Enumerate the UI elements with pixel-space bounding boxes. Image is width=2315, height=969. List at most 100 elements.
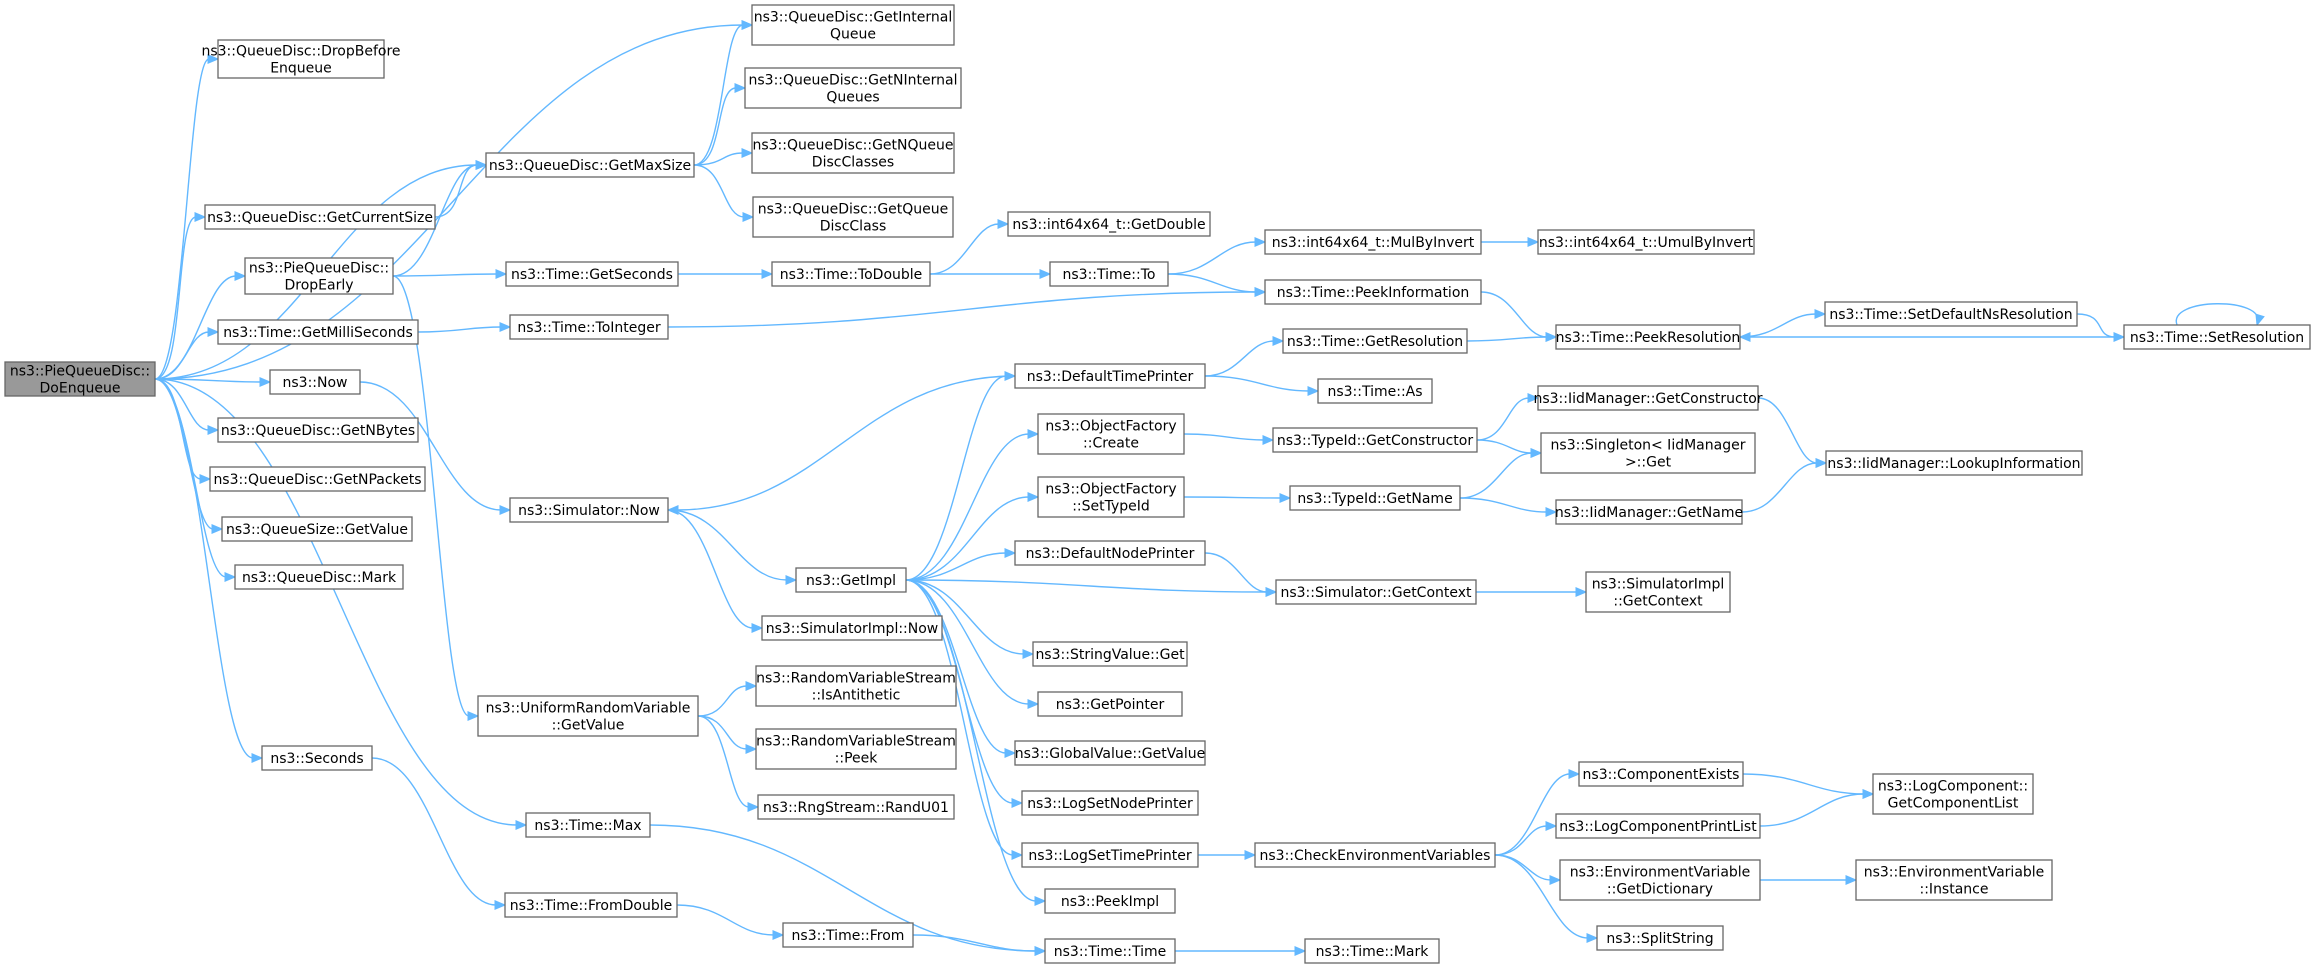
graph-node-getMaxSize[interactable]: ns3::QueueDisc::GetMaxSize	[485, 152, 695, 178]
graph-node-globalValueGetValue[interactable]: ns3::GlobalValue::GetValue	[1014, 740, 1206, 766]
graph-node-componentExists[interactable]: ns3::ComponentExists	[1578, 761, 1744, 787]
graph-node-randU01[interactable]: ns3::RngStream::RandU01	[757, 794, 955, 820]
graph-node-getCurrentSize[interactable]: ns3::QueueDisc::GetCurrentSize	[204, 204, 436, 230]
node-box	[795, 567, 907, 593]
graph-node-ofCreate[interactable]: ns3::ObjectFactory::Create	[1037, 413, 1185, 455]
graph-node-toDouble[interactable]: ns3::Time::ToDouble	[771, 261, 931, 287]
graph-node-iidGetName[interactable]: ns3::IidManager::GetName	[1555, 499, 1743, 525]
node-label: Queue	[830, 27, 876, 43]
graph-node-iidGetConstructor[interactable]: ns3::IidManager::GetConstructor	[1533, 385, 1763, 411]
node-box	[1049, 261, 1169, 287]
node-box	[244, 257, 394, 295]
graph-node-peekImpl[interactable]: ns3::PeekImpl	[1044, 888, 1176, 914]
graph-node-umulByInvert[interactable]: ns3::int64x64_t::UmulByInvert	[1537, 229, 1755, 255]
graph-node-queueSizeGetValue[interactable]: ns3::QueueSize::GetValue	[221, 516, 413, 542]
edge-arrowhead	[1814, 309, 1827, 319]
graph-node-mulByInvert[interactable]: ns3::int64x64_t::MulByInvert	[1264, 229, 1482, 255]
graph-node-peekInformation[interactable]: ns3::Time::PeekInformation	[1264, 279, 1482, 305]
graph-node-seconds[interactable]: ns3::Seconds	[261, 745, 373, 771]
node-label: ns3::RngStream::RandU01	[763, 800, 949, 816]
graph-node-timeAs[interactable]: ns3::Time::As	[1317, 378, 1433, 404]
edge-checkEnvVars-to-envGetDictionary	[1494, 854, 1562, 885]
graph-node-getNPackets[interactable]: ns3::QueueDisc::GetNPackets	[209, 466, 426, 492]
graph-node-envInstance[interactable]: ns3::EnvironmentVariable::Instance	[1855, 859, 2053, 901]
graph-node-simGetContext[interactable]: ns3::Simulator::GetContext	[1275, 579, 1477, 605]
graph-node-defaultNodePrinter[interactable]: ns3::DefaultNodePrinter	[1014, 540, 1206, 566]
graph-node-timeMax[interactable]: ns3::Time::Max	[525, 812, 651, 838]
node-label: ns3::Time::PeekInformation	[1277, 285, 1470, 301]
graph-node-getPointer[interactable]: ns3::GetPointer	[1037, 691, 1183, 717]
graph-node-lookupInformation[interactable]: ns3::IidManager::LookupInformation	[1825, 450, 2083, 476]
graph-node-i64GetDouble[interactable]: ns3::int64x64_t::GetDouble	[1007, 211, 1211, 237]
edge-arrowhead	[1027, 492, 1040, 502]
node-box	[261, 745, 373, 771]
graph-node-typeIdGetConstructor[interactable]: ns3::TypeId::GetConstructor	[1272, 427, 1478, 453]
graph-node-rvsIsAntithetic[interactable]: ns3::RandomVariableStream::IsAntithetic	[755, 665, 957, 707]
graph-node-envGetDictionary[interactable]: ns3::EnvironmentVariable::GetDictionary	[1559, 859, 1761, 901]
edge-line	[1459, 452, 1533, 499]
node-box	[1044, 938, 1176, 964]
graph-node-timeTime[interactable]: ns3::Time::Time	[1044, 938, 1176, 964]
graph-node-ofSetTypeId[interactable]: ns3::ObjectFactory::SetTypeId	[1037, 476, 1185, 518]
graph-node-simImplNow[interactable]: ns3::SimulatorImpl::Now	[761, 615, 943, 641]
graph-node-typeIdGetName[interactable]: ns3::TypeId::GetName	[1289, 485, 1461, 511]
graph-node-root[interactable]: ns3::PieQueueDisc::DoEnqueue	[4, 361, 156, 397]
graph-node-logSetTimePrinter[interactable]: ns3::LogSetTimePrinter	[1021, 842, 1199, 868]
graph-node-qdMark[interactable]: ns3::QueueDisc::Mark	[234, 564, 404, 590]
graph-node-getSeconds[interactable]: ns3::Time::GetSeconds	[505, 261, 679, 287]
edge-arrowhead	[1027, 429, 1040, 439]
node-label: ::Create	[1083, 436, 1139, 452]
graph-node-logSetNodePrinter[interactable]: ns3::LogSetNodePrinter	[1021, 790, 1199, 816]
node-label: ::Peek	[835, 751, 879, 767]
edge-logComponentPrintList-to-getComponentList	[1759, 789, 1875, 827]
graph-node-urvGetValue[interactable]: ns3::UniformRandomVariable::GetValue	[477, 695, 699, 737]
edge-line	[1466, 336, 1548, 342]
graph-node-getMilliSeconds[interactable]: ns3::Time::GetMilliSeconds	[217, 319, 419, 345]
node-label: ns3::EnvironmentVariable	[1570, 865, 1751, 881]
graph-node-timeFrom[interactable]: ns3::Time::From	[782, 922, 914, 948]
graph-node-stringValueGet[interactable]: ns3::StringValue::Get	[1032, 641, 1188, 667]
graph-node-getComponentList[interactable]: ns3::LogComponent::GetComponentList	[1872, 773, 2034, 815]
node-box	[1282, 328, 1468, 354]
graph-node-checkEnvVars[interactable]: ns3::CheckEnvironmentVariables	[1254, 842, 1496, 868]
graph-node-splitString[interactable]: ns3::SplitString	[1596, 925, 1724, 951]
graph-node-getResolution[interactable]: ns3::Time::GetResolution	[1282, 328, 1468, 354]
edge-line	[905, 579, 1014, 856]
graph-node-defaultTimePrinter[interactable]: ns3::DefaultTimePrinter	[1014, 363, 1206, 389]
edge-line	[154, 378, 202, 480]
node-box	[752, 196, 954, 238]
edge-arrowhead	[259, 377, 272, 387]
graph-node-getNBytes[interactable]: ns3::QueueDisc::GetNBytes	[217, 417, 419, 443]
graph-node-fromDouble[interactable]: ns3::Time::FromDouble	[504, 892, 678, 918]
graph-node-peekResolution[interactable]: ns3::Time::PeekResolution	[1555, 324, 1741, 350]
graph-node-simNow[interactable]: ns3::Simulator::Now	[509, 497, 669, 523]
graph-node-toInteger[interactable]: ns3::Time::ToInteger	[509, 314, 669, 340]
graph-node-setResolution[interactable]: ns3::Time::SetResolution	[2123, 324, 2311, 350]
graph-node-timeTo[interactable]: ns3::Time::To	[1049, 261, 1169, 287]
edge-getImpl-to-defaultNodePrinter	[905, 548, 1017, 581]
edge-getImpl-to-logSetTimePrinter	[905, 579, 1024, 860]
graph-node-simImplGetContext[interactable]: ns3::SimulatorImpl::GetContext	[1585, 571, 1731, 613]
graph-node-logComponentPrintList[interactable]: ns3::LogComponentPrintList	[1555, 813, 1761, 839]
graph-node-timeMark[interactable]: ns3::Time::Mark	[1304, 938, 1440, 964]
edge-arrowhead	[1549, 875, 1562, 885]
edge-arrowhead	[1586, 933, 1599, 943]
edge-arrowhead	[1034, 896, 1047, 906]
graph-node-getImpl[interactable]: ns3::GetImpl	[795, 567, 907, 593]
edge-getMaxSize-to-getInternalQueue	[693, 20, 754, 166]
graph-node-now[interactable]: ns3::Now	[269, 369, 361, 395]
graph-node-dropEarly[interactable]: ns3::PieQueueDisc::DropEarly	[244, 257, 394, 295]
edge-line	[2076, 313, 2116, 338]
edge-line	[154, 331, 210, 380]
edge-arrowhead	[1545, 507, 1558, 517]
graph-node-setDefaultNsResolution[interactable]: ns3::Time::SetDefaultNsResolution	[1824, 301, 2078, 327]
graph-node-rvsPeek[interactable]: ns3::RandomVariableStream::Peek	[755, 728, 957, 770]
graph-node-singletonGet[interactable]: ns3::Singleton< IidManager >::Get	[1540, 432, 1756, 474]
edge-line	[392, 273, 498, 277]
edge-getImpl-to-ofSetTypeId	[905, 492, 1040, 581]
